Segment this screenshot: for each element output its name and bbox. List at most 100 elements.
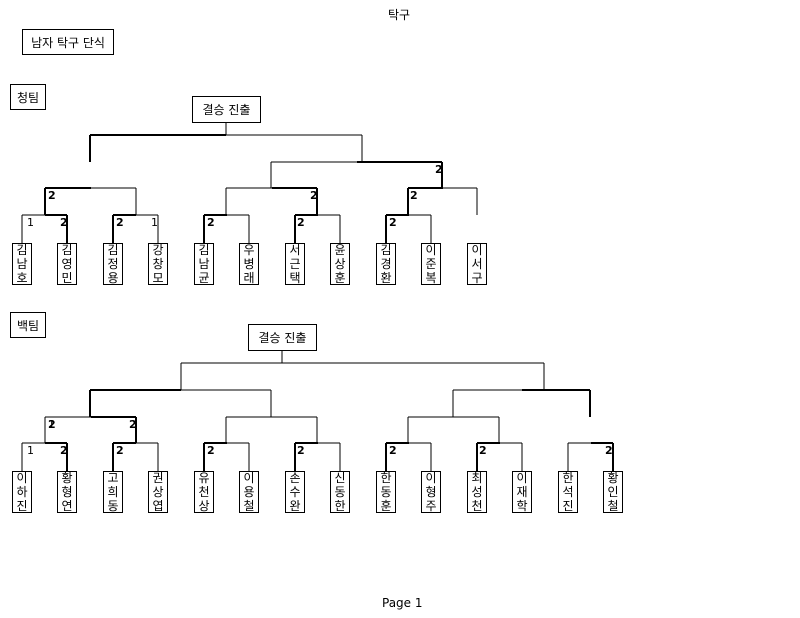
player-name-char: 김 <box>16 243 28 257</box>
page-footer: Page 1 <box>382 596 423 610</box>
player-name-char: 수 <box>289 485 301 499</box>
final-box-baek: 결승 진출 <box>248 324 317 351</box>
player-name-char: 재 <box>516 485 528 499</box>
player-name-char: 진 <box>562 499 574 513</box>
player-name-char: 최 <box>471 471 483 485</box>
player-name-char: 상 <box>152 485 164 499</box>
score-label: 2 <box>479 444 487 457</box>
score-label: 2 <box>207 216 215 229</box>
player-name-char: 영 <box>61 257 73 271</box>
score-label: 1 <box>48 418 55 431</box>
score-label: 2 <box>389 216 397 229</box>
player-name-char: 김 <box>107 243 119 257</box>
player-name-char: 석 <box>562 485 574 499</box>
score-label: 2 <box>310 189 318 202</box>
player-name-char: 병 <box>243 257 255 271</box>
player-name-char: 신 <box>334 471 346 485</box>
score-label: 2 <box>48 418 56 431</box>
player-name-char: 동 <box>107 499 119 513</box>
player-name-char: 용 <box>107 271 119 285</box>
player-name-char: 이 <box>243 471 255 485</box>
player-name-char: 이 <box>425 243 437 257</box>
player-name-char: 김 <box>198 243 210 257</box>
player-name-char: 황 <box>607 471 619 485</box>
score-label: 2 <box>129 418 137 431</box>
score-label: 2 <box>48 189 56 202</box>
score-label: 2 <box>389 444 397 457</box>
player-name-char: 래 <box>243 271 255 285</box>
player-name-char: 상 <box>334 257 346 271</box>
player-name-char: 균 <box>198 271 210 285</box>
player-name-char: 준 <box>425 257 437 271</box>
player-name-char: 완 <box>289 499 301 513</box>
player-name-char: 용 <box>243 485 255 499</box>
player-name-char: 훈 <box>380 499 392 513</box>
player-name-char: 천 <box>198 485 210 499</box>
player-name-char: 철 <box>607 499 619 513</box>
player-name-char: 한 <box>334 499 346 513</box>
score-label: 2 <box>410 189 418 202</box>
player-name-char: 권 <box>152 471 164 485</box>
player-name-char: 우 <box>243 243 255 257</box>
player-name-char: 한 <box>380 471 392 485</box>
player-name-char: 주 <box>425 499 437 513</box>
player-name-char: 택 <box>289 271 301 285</box>
player-name-char: 윤 <box>334 243 346 257</box>
player-name-char: 엽 <box>152 499 164 513</box>
player-name-char: 이 <box>425 471 437 485</box>
score-label: 2 <box>116 444 124 457</box>
player-name-char: 유 <box>198 471 210 485</box>
player-name-char: 복 <box>425 271 437 285</box>
player-name-char: 철 <box>243 499 255 513</box>
player-name-char: 이 <box>471 243 483 257</box>
player-name-char: 서 <box>289 243 301 257</box>
player-name-char: 상 <box>198 499 210 513</box>
player-name-char: 한 <box>562 471 574 485</box>
player-name-char: 환 <box>380 271 392 285</box>
player-name-char: 성 <box>471 485 483 499</box>
player-name-char: 강 <box>152 243 164 257</box>
player-name-char: 동 <box>380 485 392 499</box>
player-name-char: 근 <box>289 257 301 271</box>
player-name-char: 김 <box>61 243 73 257</box>
player-name-char: 모 <box>152 271 164 285</box>
score-label: 2 <box>207 444 215 457</box>
score-label: 2 <box>60 444 68 457</box>
score-label: 1 <box>151 216 158 229</box>
player-name-char: 민 <box>61 271 73 285</box>
player-name-char: 황 <box>61 471 73 485</box>
player-name-char: 경 <box>380 257 392 271</box>
player-name-char: 형 <box>425 485 437 499</box>
player-name-char: 학 <box>516 499 528 513</box>
player-name-char: 연 <box>61 499 73 513</box>
player-name-char: 창 <box>152 257 164 271</box>
page-title: 탁구 <box>388 8 411 22</box>
event-title: 남자 탁구 단식 <box>22 29 114 55</box>
score-label: 1 <box>27 216 34 229</box>
team-label-baek: 백팀 <box>10 312 46 338</box>
player-name-char: 천 <box>471 499 483 513</box>
score-label: 2 <box>297 444 305 457</box>
player-name-char: 희 <box>107 485 119 499</box>
player-name-char: 훈 <box>334 271 346 285</box>
score-label: 2 <box>116 216 124 229</box>
final-box-chung: 결승 진출 <box>192 96 261 123</box>
